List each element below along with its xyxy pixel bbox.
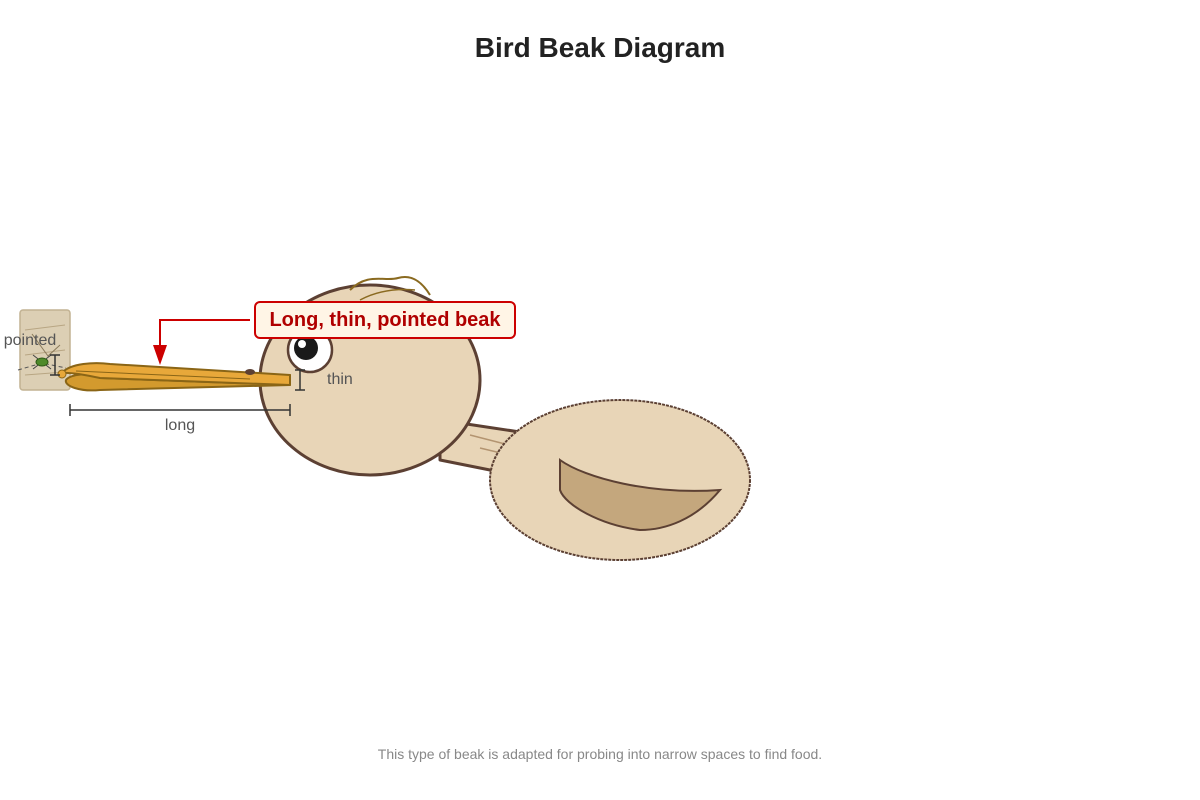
thin-marker: [295, 369, 305, 391]
long-marker: [69, 404, 291, 416]
pointed-marker: [50, 354, 60, 376]
callout-box: Long, thin, pointed beak: [254, 301, 516, 339]
diagram-caption: This type of beak is adapted for probing…: [377, 746, 823, 762]
callout-text: Long, thin, pointed beak: [269, 309, 501, 331]
insect-icon: [32, 354, 52, 370]
bird-body: [489, 399, 751, 561]
pointed-label: pointed: [4, 332, 57, 349]
bird-wing: [559, 458, 723, 532]
diagram-title: Bird Beak Diagram: [474, 32, 726, 63]
callout-arrow: [153, 319, 250, 365]
thin-label: thin: [327, 371, 353, 388]
bird-beak: [57, 362, 291, 392]
head-crest: [349, 276, 431, 301]
long-label: long: [165, 417, 195, 434]
crevice-inset: [17, 309, 71, 391]
